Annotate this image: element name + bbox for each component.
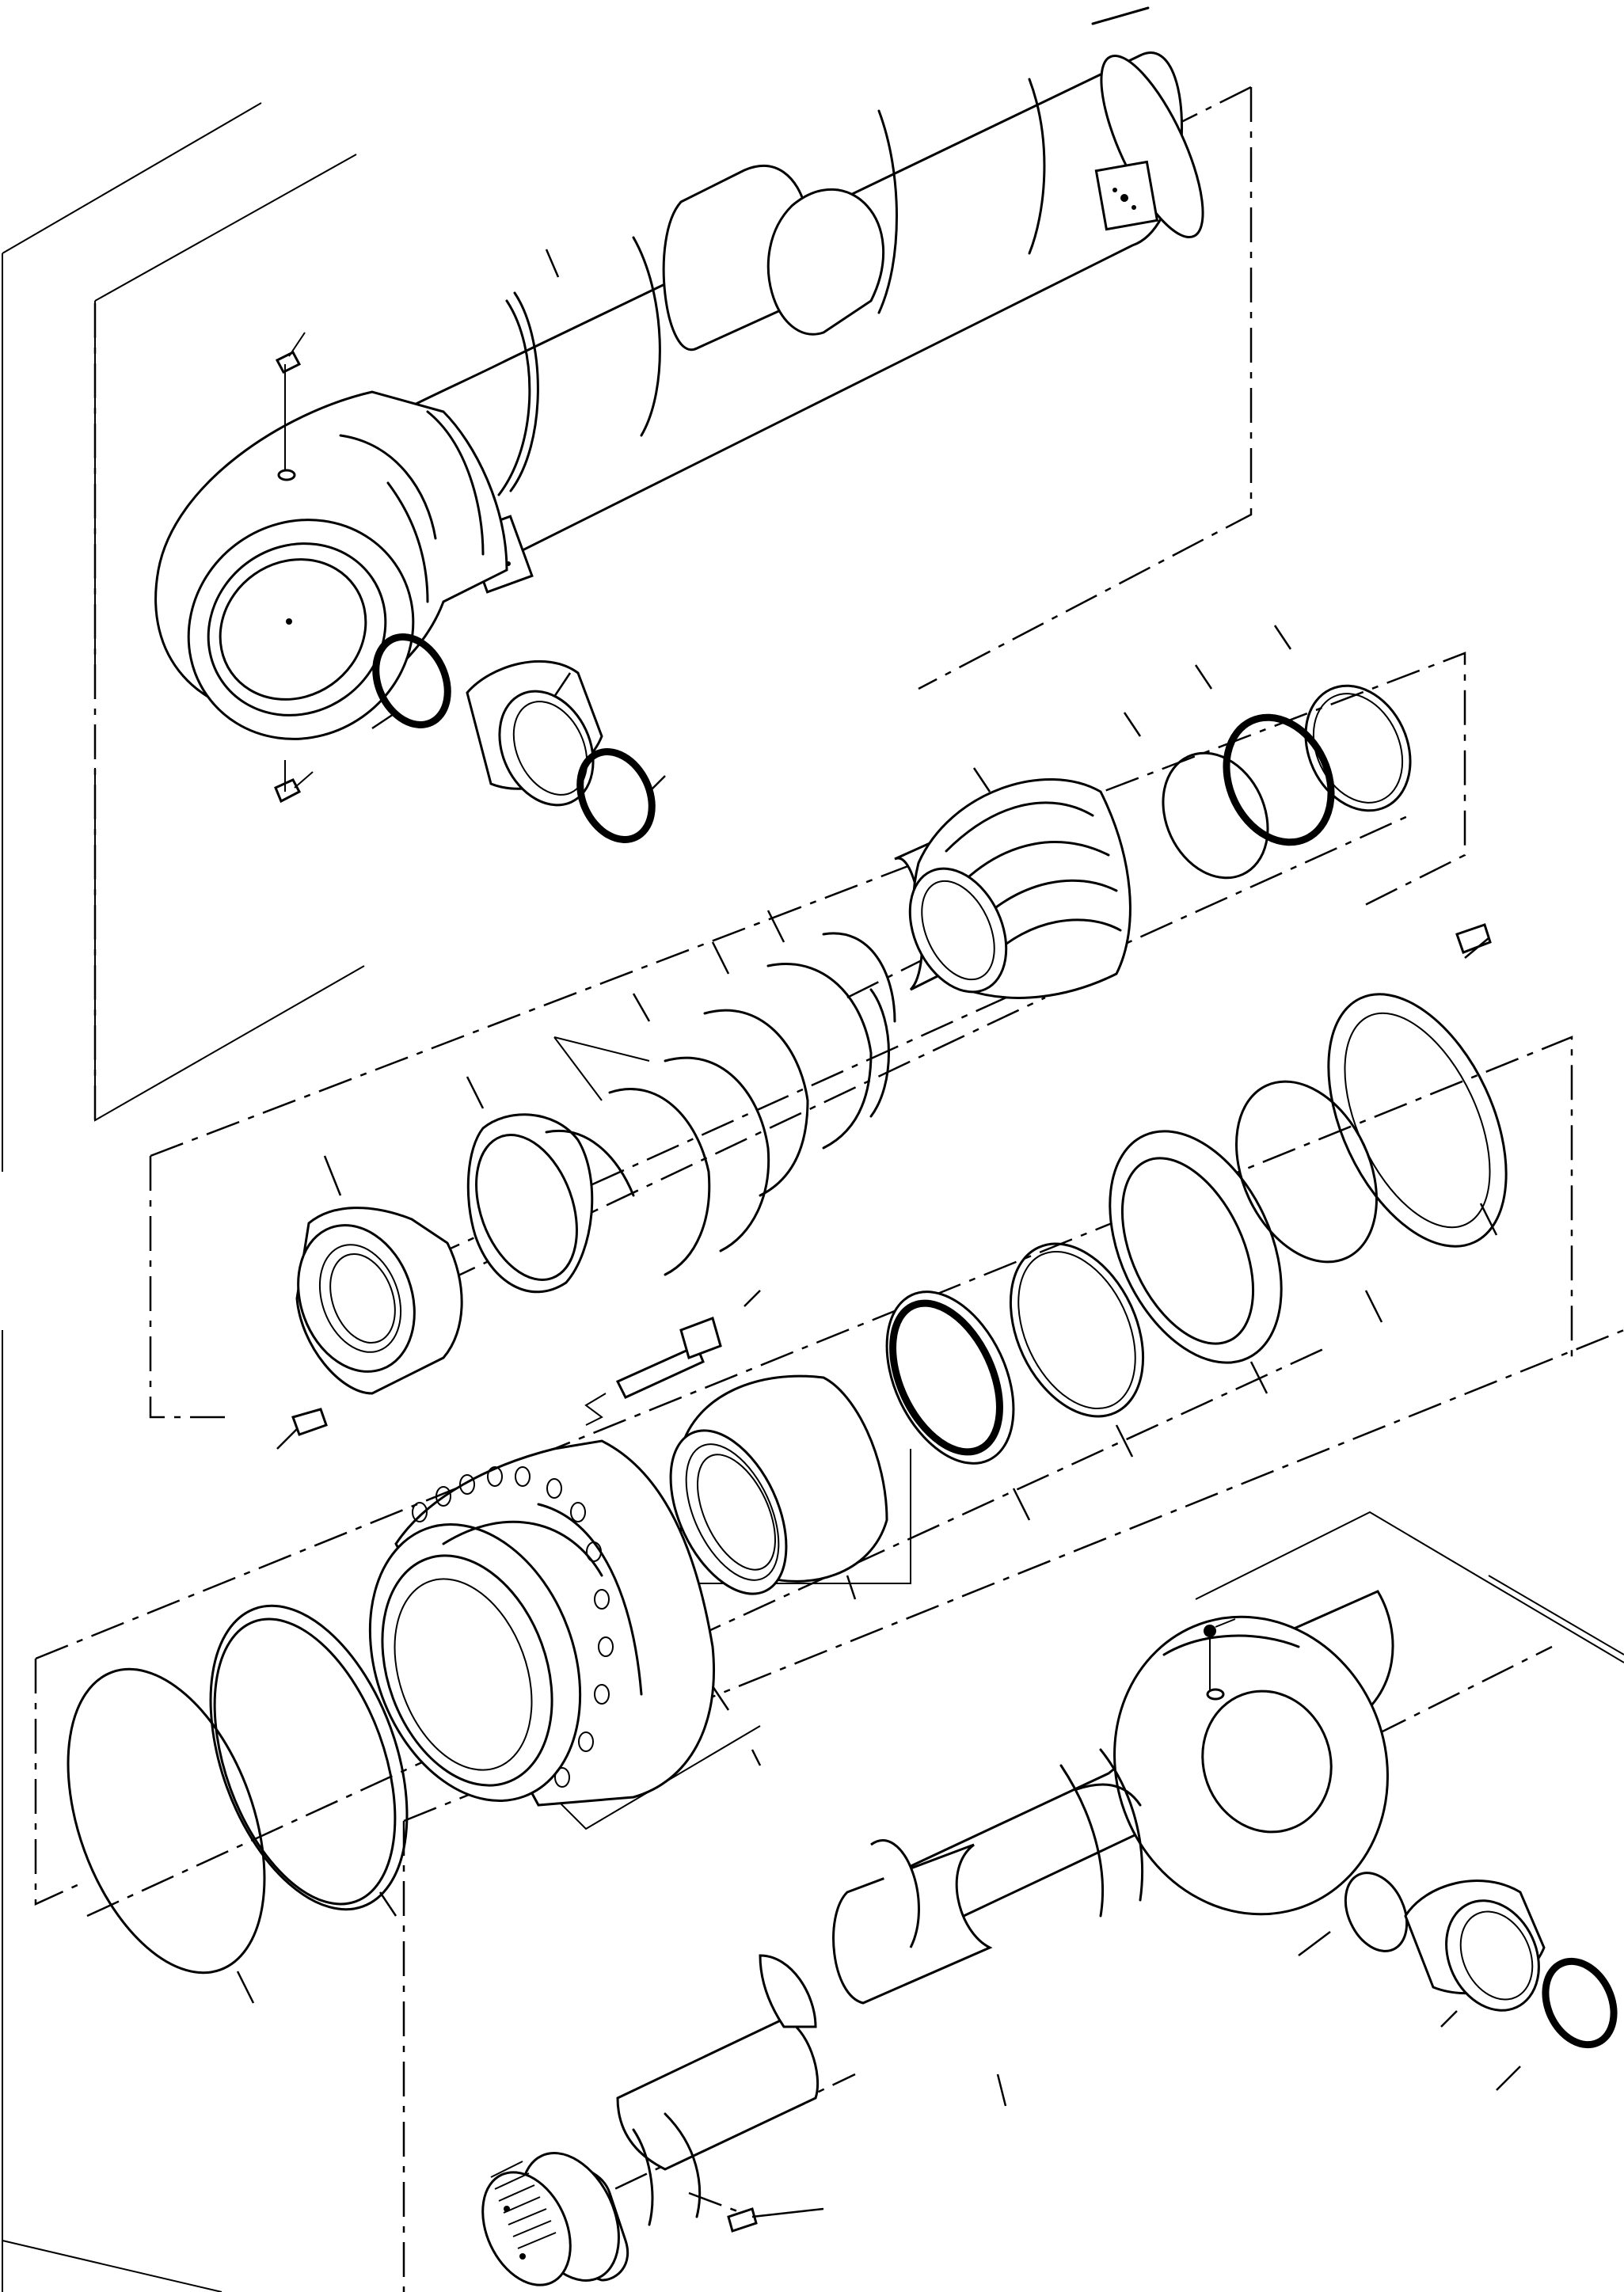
split-ring-set <box>466 932 896 1294</box>
cylinder-barrel <box>370 6 1204 594</box>
piston-assembly <box>894 684 1412 999</box>
cylinder-head <box>67 1439 715 1975</box>
lock-nut <box>291 1207 463 1436</box>
top-eye-bushing-set <box>372 633 656 843</box>
rod-thread <box>490 2161 557 2249</box>
cylinder-eye <box>154 332 508 804</box>
gland-bushing <box>615 923 1508 1595</box>
group-centerlines <box>34 86 1624 2292</box>
group-leader-lines <box>236 249 1521 2218</box>
group-bracket-lines <box>2 102 1624 2292</box>
head-bolt-holes <box>412 1466 614 1788</box>
rod-eye <box>832 1590 1618 2049</box>
piston-rod <box>481 1954 820 2286</box>
